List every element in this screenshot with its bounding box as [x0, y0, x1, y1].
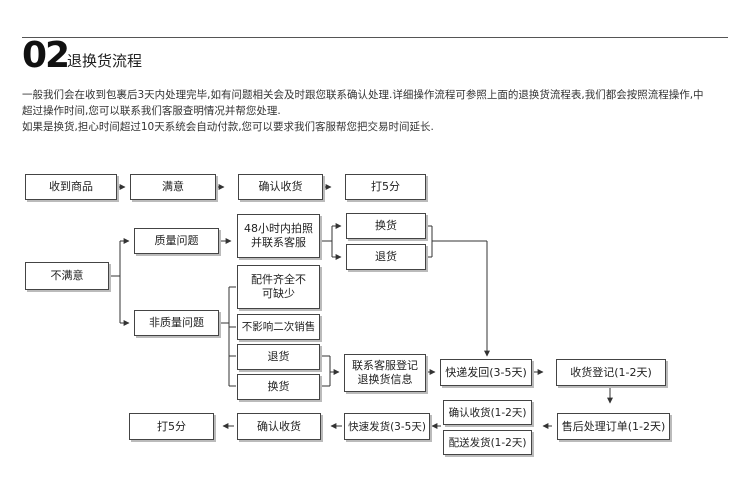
- box-rate-5-top: 打5分: [345, 174, 426, 200]
- box-delivery-mid: 配送发货(1-2天): [443, 430, 532, 455]
- description: 一般我们会在收到包裹后3天内处理完毕,如有问题相关会及时跟您联系确认处理.详细操…: [22, 87, 732, 135]
- header-rule: [22, 37, 728, 38]
- box-exchange-quality: 换货: [346, 213, 426, 239]
- box-non-quality-issue: 非质量问题: [134, 310, 219, 336]
- box-after-sales: 售后处理订单(1-2天): [557, 413, 670, 440]
- box-rate-5-bottom: 打5分: [129, 413, 214, 440]
- box-return-non-quality: 退货: [237, 344, 320, 370]
- box-unsatisfied: 不满意: [25, 262, 109, 290]
- box-quality-issue: 质量问题: [134, 228, 219, 254]
- description-line-1: 一般我们会在收到包裹后3天内处理完毕,如有问题相关会及时跟您联系确认处理.详细操…: [22, 89, 704, 101]
- description-line-2: 超过操作时间,您可以联系我们客服查明情况并帮您处理.: [22, 105, 281, 117]
- box-receipt-register: 收货登记(1-2天): [556, 359, 666, 386]
- box-contact-register: 联系客服登记退换货信息: [344, 354, 426, 392]
- box-exchange-non-quality: 换货: [237, 374, 320, 400]
- box-parts-complete: 配件齐全不可缺少: [237, 265, 320, 309]
- section-number: 02: [22, 35, 70, 76]
- box-confirm-receipt-mid: 确认收货(1-2天): [443, 400, 532, 425]
- box-express-return: 快递发回(3-5天): [440, 359, 532, 386]
- box-receive-goods: 收到商品: [25, 174, 117, 200]
- box-confirm-receipt-bottom: 确认收货: [237, 413, 321, 440]
- box-satisfied: 满意: [130, 174, 216, 200]
- description-line-3: 如果是换货,担心时间超过10天系统会自动付款,您可以要求我们客服帮您把交易时间延…: [22, 121, 434, 133]
- section-title: 退换货流程: [67, 52, 143, 70]
- box-confirm-receipt-top: 确认收货: [238, 174, 323, 200]
- box-fast-delivery: 快速发货(3-5天): [344, 413, 430, 440]
- box-no-resale-effect: 不影响二次销售: [237, 314, 320, 340]
- box-return-quality: 退货: [346, 244, 426, 270]
- box-photo-contact: 48小时内拍照并联系客服: [237, 214, 320, 258]
